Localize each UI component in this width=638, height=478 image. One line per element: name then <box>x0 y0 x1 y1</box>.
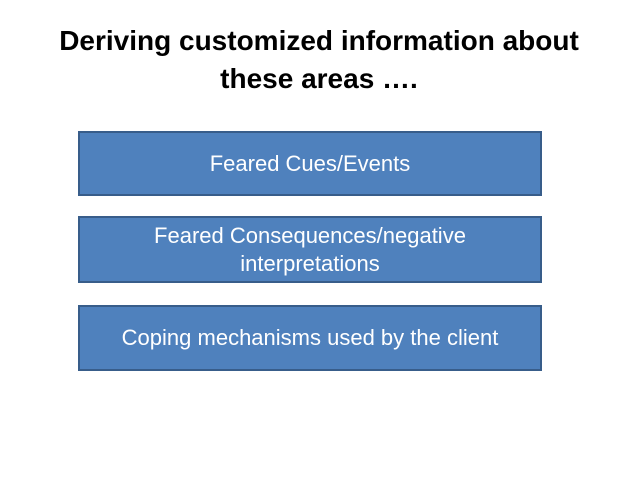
slide-title: Deriving customized information about th… <box>0 22 638 98</box>
slide-title-line1: Deriving customized information about <box>59 25 579 56</box>
box-coping-mechanisms: Coping mechanisms used by the client <box>78 305 542 371</box>
box-feared-consequences: Feared Consequences/negative interpretat… <box>78 216 542 283</box>
box-feared-consequences-label: Feared Consequences/negative interpretat… <box>154 222 466 276</box>
box-feared-cues-label: Feared Cues/Events <box>209 150 411 176</box>
box-coping-mechanisms-label: Coping mechanisms used by the client <box>121 325 499 350</box>
box-feared-cues: Feared Cues/Events <box>78 131 542 196</box>
slide-title-line2: these areas …. <box>220 63 418 94</box>
